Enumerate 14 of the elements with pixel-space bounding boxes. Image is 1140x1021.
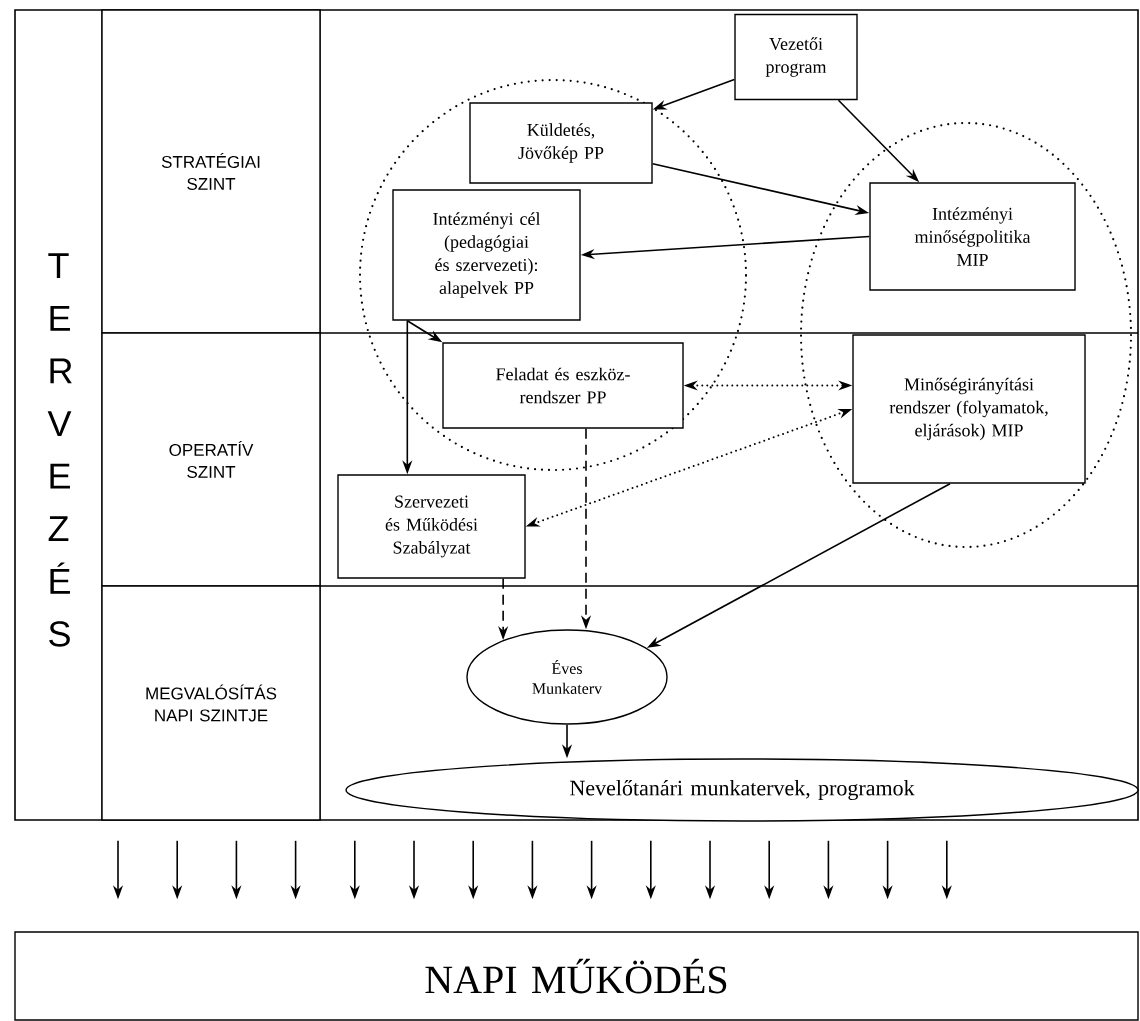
vertical-title: T E R V E Z É S xyxy=(47,253,72,647)
level-label-cell: MEGVALÓSÍTÁS NAPI SZINTJE xyxy=(101,585,321,821)
output-box: NAPI MŰKÖDÉS xyxy=(14,931,1139,1021)
process-box: Intézményi cél (pedagógiai és szervezeti): alapelvek PP xyxy=(392,189,581,321)
level-label-cell: STRATÉGIAI SZINT xyxy=(101,9,321,334)
process-box: Feladat és eszköz-rendszer PP xyxy=(442,342,684,429)
process-box: Vezetői program xyxy=(734,13,858,101)
diagram-frame xyxy=(14,9,1139,821)
process-box: Intézményi minőségpolitika MIP xyxy=(869,182,1076,291)
level-label-cell: OPERATÍV SZINT xyxy=(101,332,321,587)
process-box: Minőségirányítási rendszer (folyamatok, eljárások) MIP xyxy=(852,334,1086,484)
node-label: Nevelőtanári munkatervek, programok xyxy=(570,779,915,801)
process-box: Küldetés, Jövőkép PP xyxy=(469,102,653,184)
process-box: Szervezeti és Működési Szabályzat xyxy=(337,474,526,579)
